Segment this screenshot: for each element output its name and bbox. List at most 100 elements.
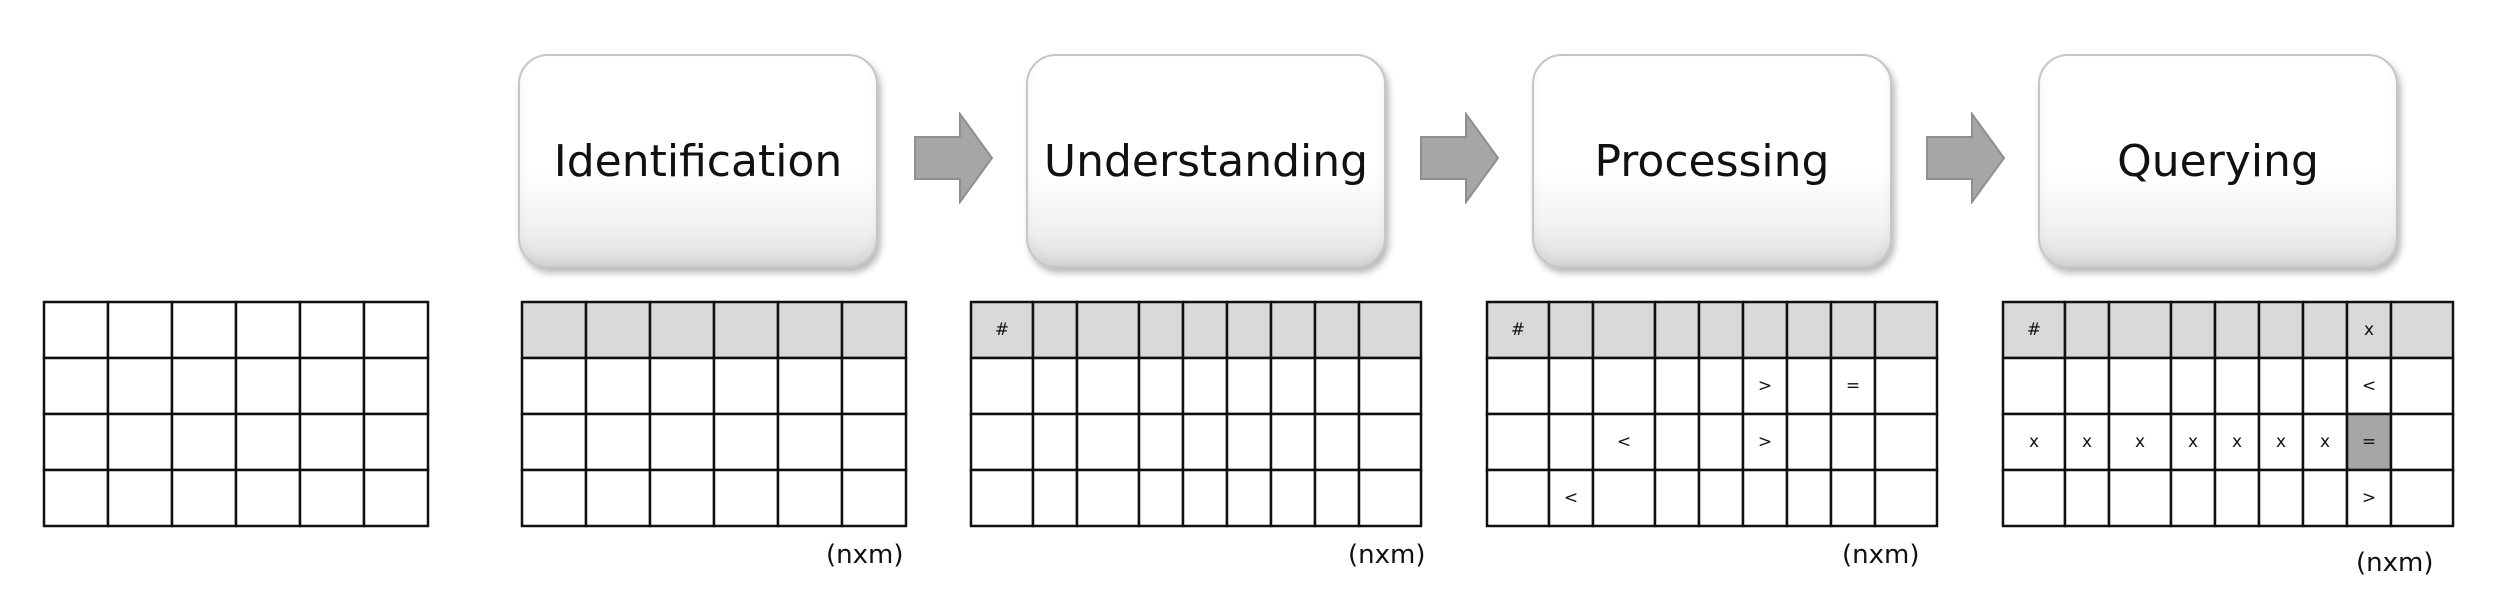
header-cell xyxy=(584,300,652,360)
table-cell xyxy=(1225,468,1273,528)
stage-label: Understanding xyxy=(1043,135,1369,187)
header-cell xyxy=(1873,300,1939,360)
table-cell xyxy=(1591,468,1657,528)
header-cell xyxy=(2063,300,2111,360)
table-cell xyxy=(42,412,110,472)
header-cell xyxy=(2107,300,2173,360)
table-cell xyxy=(2257,468,2305,528)
header-cell xyxy=(776,300,844,360)
cell-symbol: x xyxy=(2029,432,2039,452)
table-cell xyxy=(776,468,844,528)
table-cell xyxy=(2345,468,2393,528)
table-cell xyxy=(170,356,238,416)
table-cell xyxy=(1547,468,1595,528)
table-cell xyxy=(2107,468,2173,528)
table-cell xyxy=(520,468,588,528)
table-input xyxy=(42,300,430,528)
table-cell xyxy=(1829,412,1877,472)
table-processing: #>=<>< xyxy=(1485,300,1939,528)
header-cell xyxy=(1697,300,1745,360)
cell-symbol: = xyxy=(2362,432,2376,452)
header-cell xyxy=(1225,300,1273,360)
table-cell xyxy=(1485,356,1551,416)
table-cell xyxy=(1785,468,1833,528)
table-understanding: # xyxy=(969,300,1423,528)
header-cell xyxy=(1137,300,1185,360)
table-cell xyxy=(1075,356,1141,416)
table-cell xyxy=(840,356,908,416)
table-cell xyxy=(1313,468,1361,528)
table-cell xyxy=(1075,412,1141,472)
header-cell xyxy=(1785,300,1833,360)
table-cell xyxy=(1137,468,1185,528)
table-cell xyxy=(776,356,844,416)
table-cell xyxy=(2001,468,2067,528)
table-cell xyxy=(1181,356,1229,416)
table-cell xyxy=(2001,356,2067,416)
table-cell xyxy=(2063,356,2111,416)
header-cell xyxy=(1031,300,1079,360)
table-cell xyxy=(234,356,302,416)
flow-arrow-icon xyxy=(1926,112,2006,204)
table-cell xyxy=(712,412,780,472)
table-cell xyxy=(298,468,366,528)
table-cell xyxy=(42,300,110,360)
table-cell xyxy=(1873,356,1939,416)
table-cell xyxy=(1485,468,1551,528)
table-cell xyxy=(362,468,430,528)
cell-symbol: # xyxy=(1511,320,1525,340)
table-cell xyxy=(106,468,174,528)
table-cell xyxy=(1181,412,1229,472)
table-cell xyxy=(2345,356,2393,416)
table-cell xyxy=(712,356,780,416)
dimension-label: (nxm) xyxy=(826,540,904,570)
table-cell xyxy=(234,468,302,528)
stage-label: Identification xyxy=(553,135,843,187)
table-cell xyxy=(234,412,302,472)
cell-symbol: # xyxy=(995,320,1009,340)
table-cell xyxy=(1313,412,1361,472)
cell-symbol: x xyxy=(2320,432,2330,452)
table-cell xyxy=(362,356,430,416)
table-cell xyxy=(2063,468,2111,528)
flow-arrow-icon xyxy=(1420,112,1500,204)
header-cell xyxy=(712,300,780,360)
cell-symbol: x xyxy=(2364,320,2374,340)
stage-label: Querying xyxy=(2117,135,2319,187)
table-cell xyxy=(170,412,238,472)
table-cell xyxy=(648,356,716,416)
dimension-label: (nxm) xyxy=(2356,548,2434,578)
header-cell xyxy=(520,300,588,360)
table-cell xyxy=(776,412,844,472)
header-cell xyxy=(2257,300,2305,360)
header-cell xyxy=(2169,300,2217,360)
table-cell xyxy=(1873,468,1939,528)
table-cell xyxy=(2169,468,2217,528)
stage-processing: Processing xyxy=(1532,54,1892,268)
header-cell xyxy=(1313,300,1361,360)
header-cell xyxy=(2301,300,2349,360)
table-cell xyxy=(2389,356,2455,416)
table-cell xyxy=(1697,468,1745,528)
header-cell xyxy=(648,300,716,360)
table-cell xyxy=(840,412,908,472)
table-cell xyxy=(2301,412,2349,472)
table-cell xyxy=(2169,356,2217,416)
table-cell xyxy=(1075,468,1141,528)
table-cell xyxy=(2301,356,2349,416)
cell-symbol: < xyxy=(1564,488,1578,508)
table-cell xyxy=(170,468,238,528)
table-cell xyxy=(298,300,366,360)
table-cell xyxy=(1225,412,1273,472)
table-cell xyxy=(1313,356,1361,416)
table-cell xyxy=(1591,356,1657,416)
table-cell xyxy=(1137,356,1185,416)
cell-symbol: > xyxy=(1758,432,1772,452)
table-cell xyxy=(648,412,716,472)
header-cell xyxy=(1547,300,1595,360)
header-cell xyxy=(2001,300,2067,360)
header-cell xyxy=(1269,300,1317,360)
table-cell xyxy=(1357,412,1423,472)
table-cell xyxy=(2257,412,2305,472)
